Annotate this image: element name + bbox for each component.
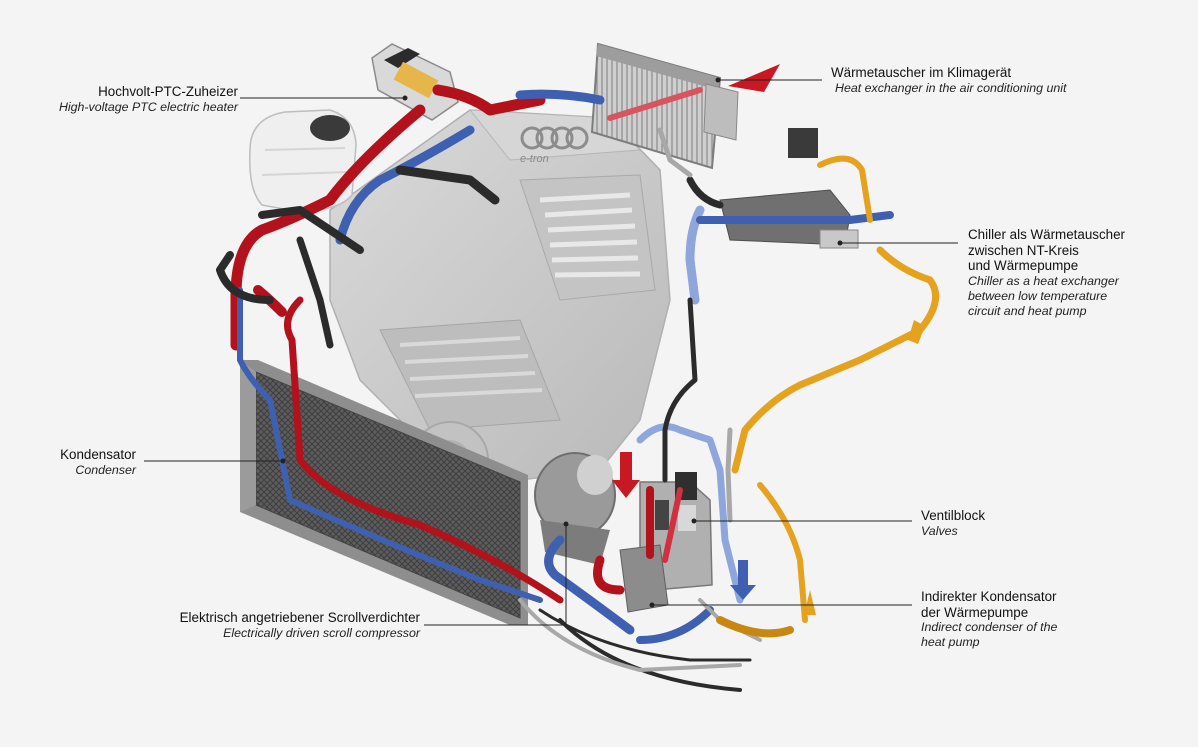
label-ptc-heater-de: Hochvolt-PTC-Zuheizer	[59, 84, 238, 100]
label-valve-block-en: Valves	[921, 524, 985, 539]
label-hvac-exchanger: Wärmetauscher im Klimagerät Heat exchang…	[831, 65, 1066, 96]
label-indirect-condenser-de-2: der Wärmepumpe	[921, 605, 1057, 621]
label-chiller-en-1: Chiller as a heat exchanger	[968, 274, 1125, 289]
indirect-condenser-unit	[620, 545, 668, 612]
label-indirect-condenser-en-1: Indirect condenser of the	[921, 620, 1057, 635]
logo-text: e-tron	[520, 153, 549, 165]
label-scroll-compressor-en: Electrically driven scroll compressor	[180, 626, 420, 641]
label-scroll-compressor: Elektrisch angetriebener Scrollverdichte…	[180, 610, 420, 641]
label-hvac-exchanger-en: Heat exchanger in the air conditioning u…	[831, 81, 1066, 96]
label-scroll-compressor-de: Elektrisch angetriebener Scrollverdichte…	[180, 610, 420, 626]
label-condenser-de: Kondensator	[60, 447, 136, 463]
label-ptc-heater: Hochvolt-PTC-Zuheizer High-voltage PTC e…	[59, 84, 238, 115]
chiller-unit	[720, 128, 858, 248]
label-chiller-en-2: between low temperature	[968, 289, 1125, 304]
label-condenser: Kondensator Condenser	[60, 447, 136, 478]
label-hvac-exchanger-de: Wärmetauscher im Klimagerät	[831, 65, 1066, 81]
label-chiller-en-3: circuit and heat pump	[968, 304, 1125, 319]
label-chiller-de-3: und Wärmepumpe	[968, 258, 1125, 274]
coolant-expansion-tank	[250, 110, 356, 212]
label-chiller-de-2: zwischen NT-Kreis	[968, 243, 1125, 259]
label-chiller: Chiller als Wärmetauscher zwischen NT-Kr…	[968, 227, 1125, 319]
label-indirect-condenser: Indirekter Kondensator der Wärmepumpe In…	[921, 589, 1057, 650]
flow-arrow-down-icon	[612, 452, 640, 498]
label-valve-block: Ventilblock Valves	[921, 508, 985, 539]
label-chiller-de-1: Chiller als Wärmetauscher	[968, 227, 1125, 243]
label-indirect-condenser-en-2: heat pump	[921, 635, 1057, 650]
scroll-compressor-unit	[535, 453, 615, 565]
label-condenser-en: Condenser	[60, 463, 136, 478]
label-valve-block-de: Ventilblock	[921, 508, 985, 524]
label-ptc-heater-en: High-voltage PTC electric heater	[59, 100, 238, 115]
airflow-arrow-icon	[728, 64, 780, 92]
label-indirect-condenser-de-1: Indirekter Kondensator	[921, 589, 1057, 605]
